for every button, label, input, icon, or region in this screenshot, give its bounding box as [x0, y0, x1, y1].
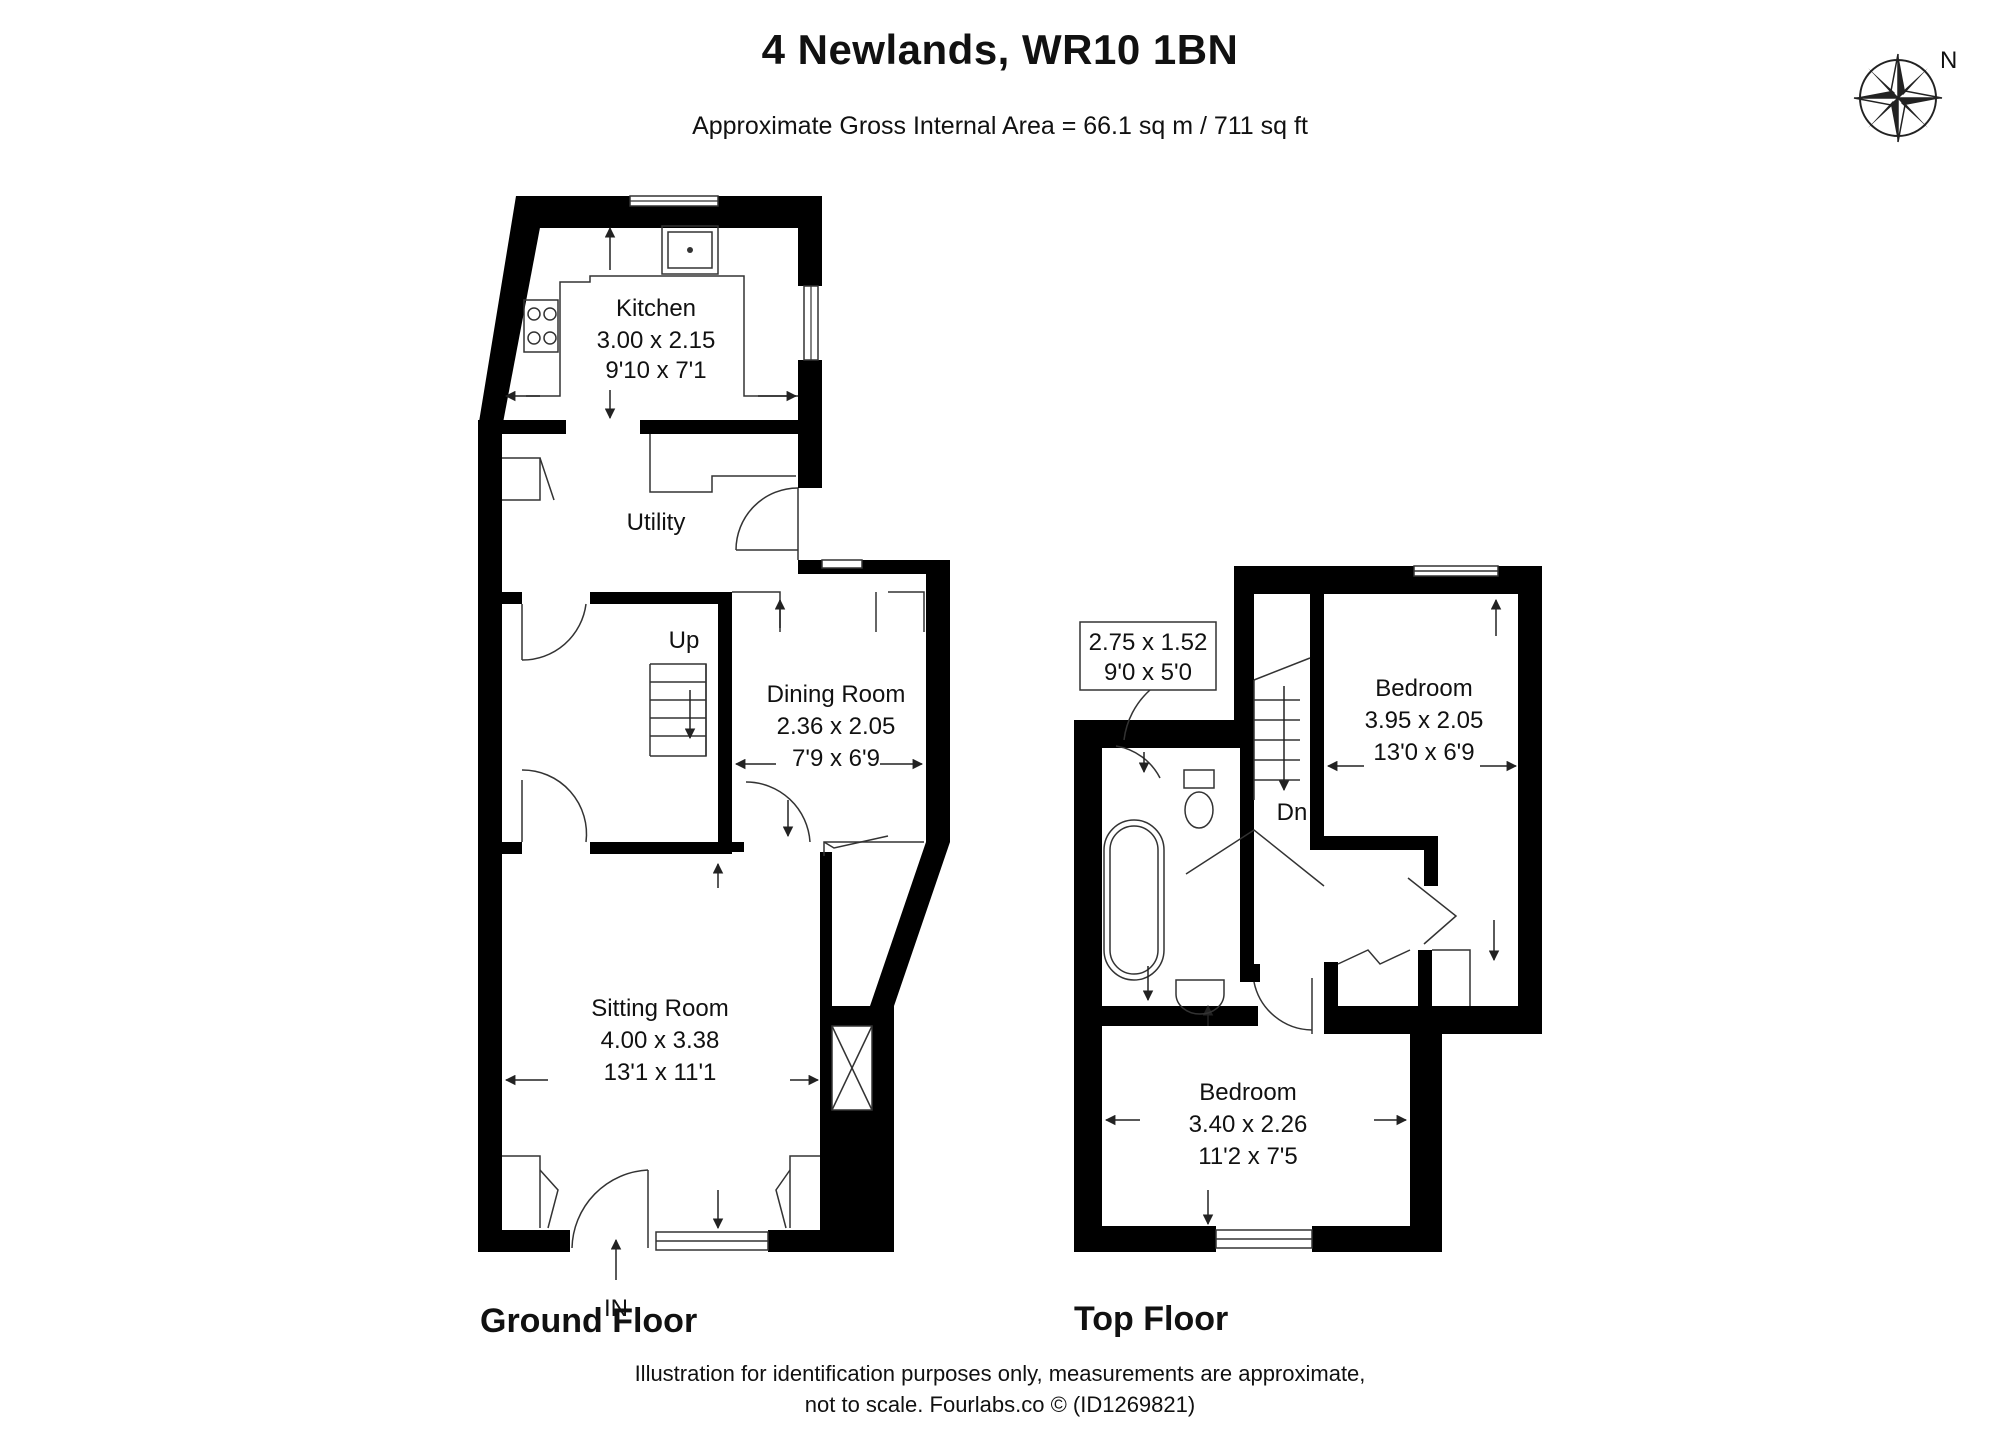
kitchen-fittings — [504, 195, 819, 420]
bedroom1-imperial: 13'0 x 6'9 — [1373, 739, 1474, 766]
gross-internal-area: Approximate Gross Internal Area = 66.1 s… — [692, 112, 1308, 140]
bedroom2-metric: 3.40 x 2.26 — [1189, 1111, 1308, 1138]
kitchen-imperial: 9'10 x 7'1 — [605, 357, 706, 384]
sitting-name: Sitting Room — [591, 995, 728, 1022]
dining-metric: 2.36 x 2.05 — [777, 713, 896, 740]
hall-stairs — [521, 603, 707, 843]
footer-line-1: Illustration for identification purposes… — [634, 1361, 1366, 1386]
sitting-imperial: 13'1 x 11'1 — [604, 1059, 717, 1086]
top-floor-fittings — [1079, 565, 1518, 1249]
room-bedroom2-label: Bedroom 3.40 x 2.26 11'2 x 7'5 — [1189, 1079, 1308, 1170]
bathroom-metric: 2.75 x 1.52 — [1089, 629, 1208, 656]
stairs-up-label: Up — [669, 627, 700, 654]
bathroom-imperial: 9'0 x 5'0 — [1104, 659, 1192, 686]
utility-fittings — [502, 434, 863, 569]
dining-fittings — [732, 591, 925, 856]
footer-line-2: not to scale. Fourlabs.co © (ID1269821) — [804, 1392, 1196, 1417]
bedroom1-name: Bedroom — [1375, 675, 1472, 702]
kitchen-name: Kitchen — [616, 295, 696, 322]
sitting-fittings — [502, 862, 873, 1280]
top-floor-walls — [1074, 566, 1542, 1252]
bedroom2-imperial: 11'2 x 7'5 — [1198, 1143, 1297, 1170]
compass-icon — [1853, 53, 1943, 143]
compass-north-label: N — [1940, 47, 1957, 74]
dining-name: Dining Room — [767, 681, 906, 708]
top-floor-label: Top Floor — [1074, 1300, 1228, 1338]
bedroom2-name: Bedroom — [1199, 1079, 1296, 1106]
room-kitchen-label: Kitchen 3.00 x 2.15 9'10 x 7'1 — [597, 295, 716, 384]
stairs-down-label: Dn — [1277, 799, 1308, 826]
dining-imperial: 7'9 x 6'9 — [792, 745, 880, 772]
entrance-label: IN — [604, 1295, 628, 1322]
footer-disclaimer: Illustration for identification purposes… — [0, 1358, 2000, 1420]
room-sitting-label: Sitting Room 4.00 x 3.38 13'1 x 11'1 — [591, 995, 728, 1086]
ground-floor-walls — [478, 196, 950, 1252]
page-title: 4 Newlands, WR10 1BN — [761, 26, 1239, 73]
room-dining-label: Dining Room 2.36 x 2.05 7'9 x 6'9 — [767, 681, 906, 772]
room-bedroom1-label: Bedroom 3.95 x 2.05 13'0 x 6'9 — [1365, 675, 1484, 766]
ground-floor-label: Ground Floor — [480, 1302, 697, 1340]
utility-name: Utility — [627, 509, 686, 536]
kitchen-metric: 3.00 x 2.15 — [597, 327, 716, 354]
bedroom1-metric: 3.95 x 2.05 — [1365, 707, 1484, 734]
sitting-metric: 4.00 x 3.38 — [601, 1027, 720, 1054]
